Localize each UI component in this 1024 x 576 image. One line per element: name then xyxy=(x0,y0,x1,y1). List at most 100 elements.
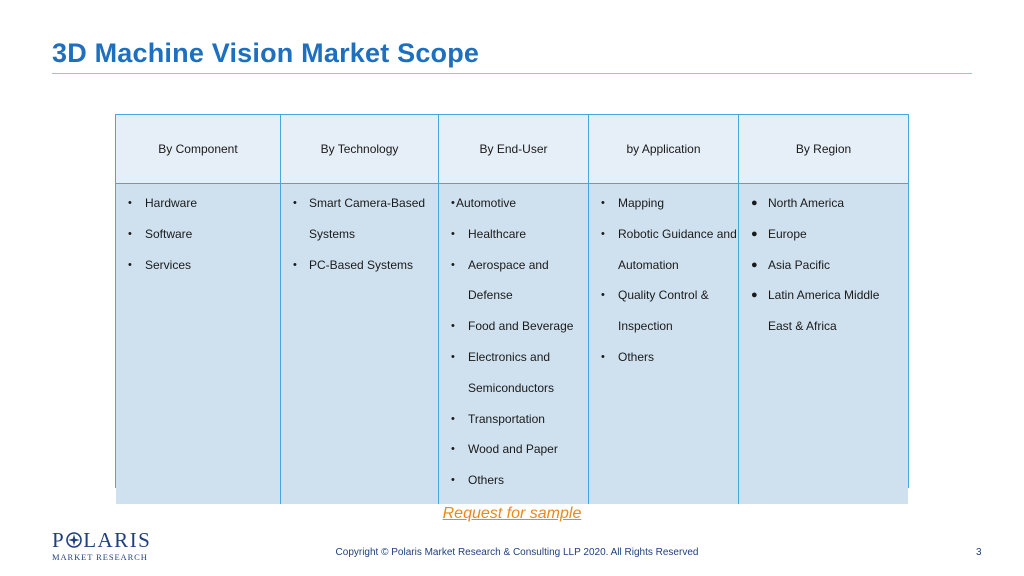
list-item: ● Europe xyxy=(739,227,908,258)
item-label: Mapping xyxy=(618,196,665,210)
bullet-icon: • xyxy=(451,443,455,456)
item-label: East & Africa xyxy=(768,319,837,334)
header-by-application: by Application xyxy=(589,115,739,184)
item-label: Smart Camera-Based xyxy=(309,196,426,210)
bullet-icon: • xyxy=(293,258,297,271)
bullet-icon: • xyxy=(451,258,455,271)
list-item: • Aerospace and xyxy=(439,258,588,289)
item-label: Transportation xyxy=(468,411,545,426)
list-item: • Hardware xyxy=(116,196,280,227)
list-item: • Healthcare xyxy=(439,227,588,258)
item-label: PC-Based Systems xyxy=(309,257,414,272)
item-label: Semiconductors xyxy=(468,380,555,395)
bullet-icon: ● xyxy=(751,289,758,302)
logo-letter-p: P xyxy=(52,528,66,552)
application-list: • Mapping • Robotic Guidance and Automatio… xyxy=(589,196,738,381)
list-item: • Quality Control & xyxy=(589,288,738,319)
item-label: Others xyxy=(468,473,505,488)
bullet-icon: • xyxy=(451,412,455,425)
item-label: Wood and Paper xyxy=(468,442,558,457)
bullet-icon: • xyxy=(451,350,455,363)
logo-subtitle: MARKET RESEARCH xyxy=(52,552,148,562)
page-title: 3D Machine Vision Market Scope xyxy=(52,38,480,68)
region-list: ● North America ● Europe ● Asia Pacific ● La… xyxy=(739,196,908,350)
logo-letters-laris: LARIS xyxy=(83,528,152,552)
bullet-icon: • xyxy=(128,258,132,271)
list-item: • Smart Camera-Based xyxy=(281,196,438,227)
logo-wordmark: P LARIS xyxy=(52,529,151,551)
item-label: Inspection xyxy=(618,319,673,334)
item-label: Latin America Middle xyxy=(768,288,880,303)
request-sample-link[interactable]: Request for sample xyxy=(442,505,582,522)
list-item: • Wood and Paper xyxy=(439,442,588,473)
component-list: • Hardware • Software • Services xyxy=(116,196,280,288)
list-item: ● North America xyxy=(739,196,908,227)
item-label: Others xyxy=(618,349,655,364)
item-label: North America xyxy=(768,196,845,210)
item-label: Hardware xyxy=(145,196,198,210)
list-item: • Robotic Guidance and xyxy=(589,227,738,258)
list-item: ● Latin America Middle xyxy=(739,288,908,319)
bullet-icon: • xyxy=(128,227,132,240)
item-label: Food and Beverage xyxy=(468,319,574,334)
list-item: • PC-Based Systems xyxy=(281,258,438,289)
bullet-icon: • xyxy=(128,197,132,209)
polaris-logo: P LARIS MARKET RESEARCH xyxy=(52,529,151,562)
list-item-continuation: Automation xyxy=(589,258,738,289)
column-by-component: • Hardware • Software • Services xyxy=(116,184,281,504)
bullet-icon: • xyxy=(451,474,455,487)
column-by-end-user: •Automotive •Healthcare •Aerospace and D… xyxy=(439,184,589,504)
item-label: Quality Control & xyxy=(618,288,709,303)
item-label: Healthcare xyxy=(468,226,527,241)
bullet-icon: ● xyxy=(751,227,758,240)
bullet-icon: • xyxy=(601,350,605,363)
list-item: • Electronics and xyxy=(439,350,588,381)
list-item-continuation: Semiconductors xyxy=(439,381,588,412)
item-label: Automation xyxy=(618,257,679,272)
item-label: Aerospace and xyxy=(468,257,549,272)
page-number: 3 xyxy=(976,547,982,558)
item-label: Automotive xyxy=(456,196,517,210)
item-label: Defense xyxy=(468,288,513,303)
column-by-region: ● North America ● Europe ● Asia Pacific ● La… xyxy=(739,184,908,504)
header-by-region: By Region xyxy=(739,115,908,184)
header-by-component: By Component xyxy=(116,115,281,184)
item-label: Asia Pacific xyxy=(768,257,831,272)
item-label: Europe xyxy=(768,226,807,241)
end-user-list: •Automotive •Healthcare •Aerospace and D… xyxy=(439,196,588,504)
list-item: • Software xyxy=(116,227,280,258)
list-item-continuation: Defense xyxy=(439,288,588,319)
header-by-technology: By Technology xyxy=(281,115,439,184)
list-item: • Others xyxy=(589,350,738,381)
item-label: Services xyxy=(145,257,192,272)
list-item: • Food and Beverage xyxy=(439,319,588,350)
column-by-technology: • Smart Camera-Based Systems • PC-Based Sy… xyxy=(281,184,439,504)
item-label: Electronics and xyxy=(468,349,551,364)
technology-list: • Smart Camera-Based Systems • PC-Based Sy… xyxy=(281,196,438,288)
item-label: Systems xyxy=(309,226,356,241)
bullet-icon: ● xyxy=(751,197,758,209)
bullet-icon: • xyxy=(293,197,297,209)
bullet-icon: • xyxy=(601,227,605,240)
bullet-icon: • xyxy=(451,320,455,333)
list-item: •Automotive xyxy=(439,196,588,227)
list-item: • Mapping xyxy=(589,196,738,227)
list-item: • Services xyxy=(116,258,280,289)
header-by-end-user: By End-User xyxy=(439,115,589,184)
bullet-icon: ● xyxy=(751,258,758,271)
list-item-continuation: East & Africa xyxy=(739,319,908,350)
list-item: ● Asia Pacific xyxy=(739,258,908,289)
item-label: Software xyxy=(145,226,193,241)
column-by-application: • Mapping • Robotic Guidance and Automatio… xyxy=(589,184,739,504)
copyright-text: Copyright © Polaris Market Research & Co… xyxy=(335,547,699,558)
list-item: • Others xyxy=(439,473,588,504)
list-item: • Transportation xyxy=(439,412,588,443)
compass-star-icon xyxy=(66,532,82,548)
bullet-icon: • xyxy=(601,197,605,209)
bullet-icon: • xyxy=(451,197,455,209)
bullet-icon: • xyxy=(451,227,455,240)
list-item-continuation: Systems xyxy=(281,227,438,258)
item-label: Robotic Guidance and xyxy=(618,226,737,241)
list-item-continuation: Inspection xyxy=(589,319,738,350)
bullet-icon: • xyxy=(601,289,605,302)
